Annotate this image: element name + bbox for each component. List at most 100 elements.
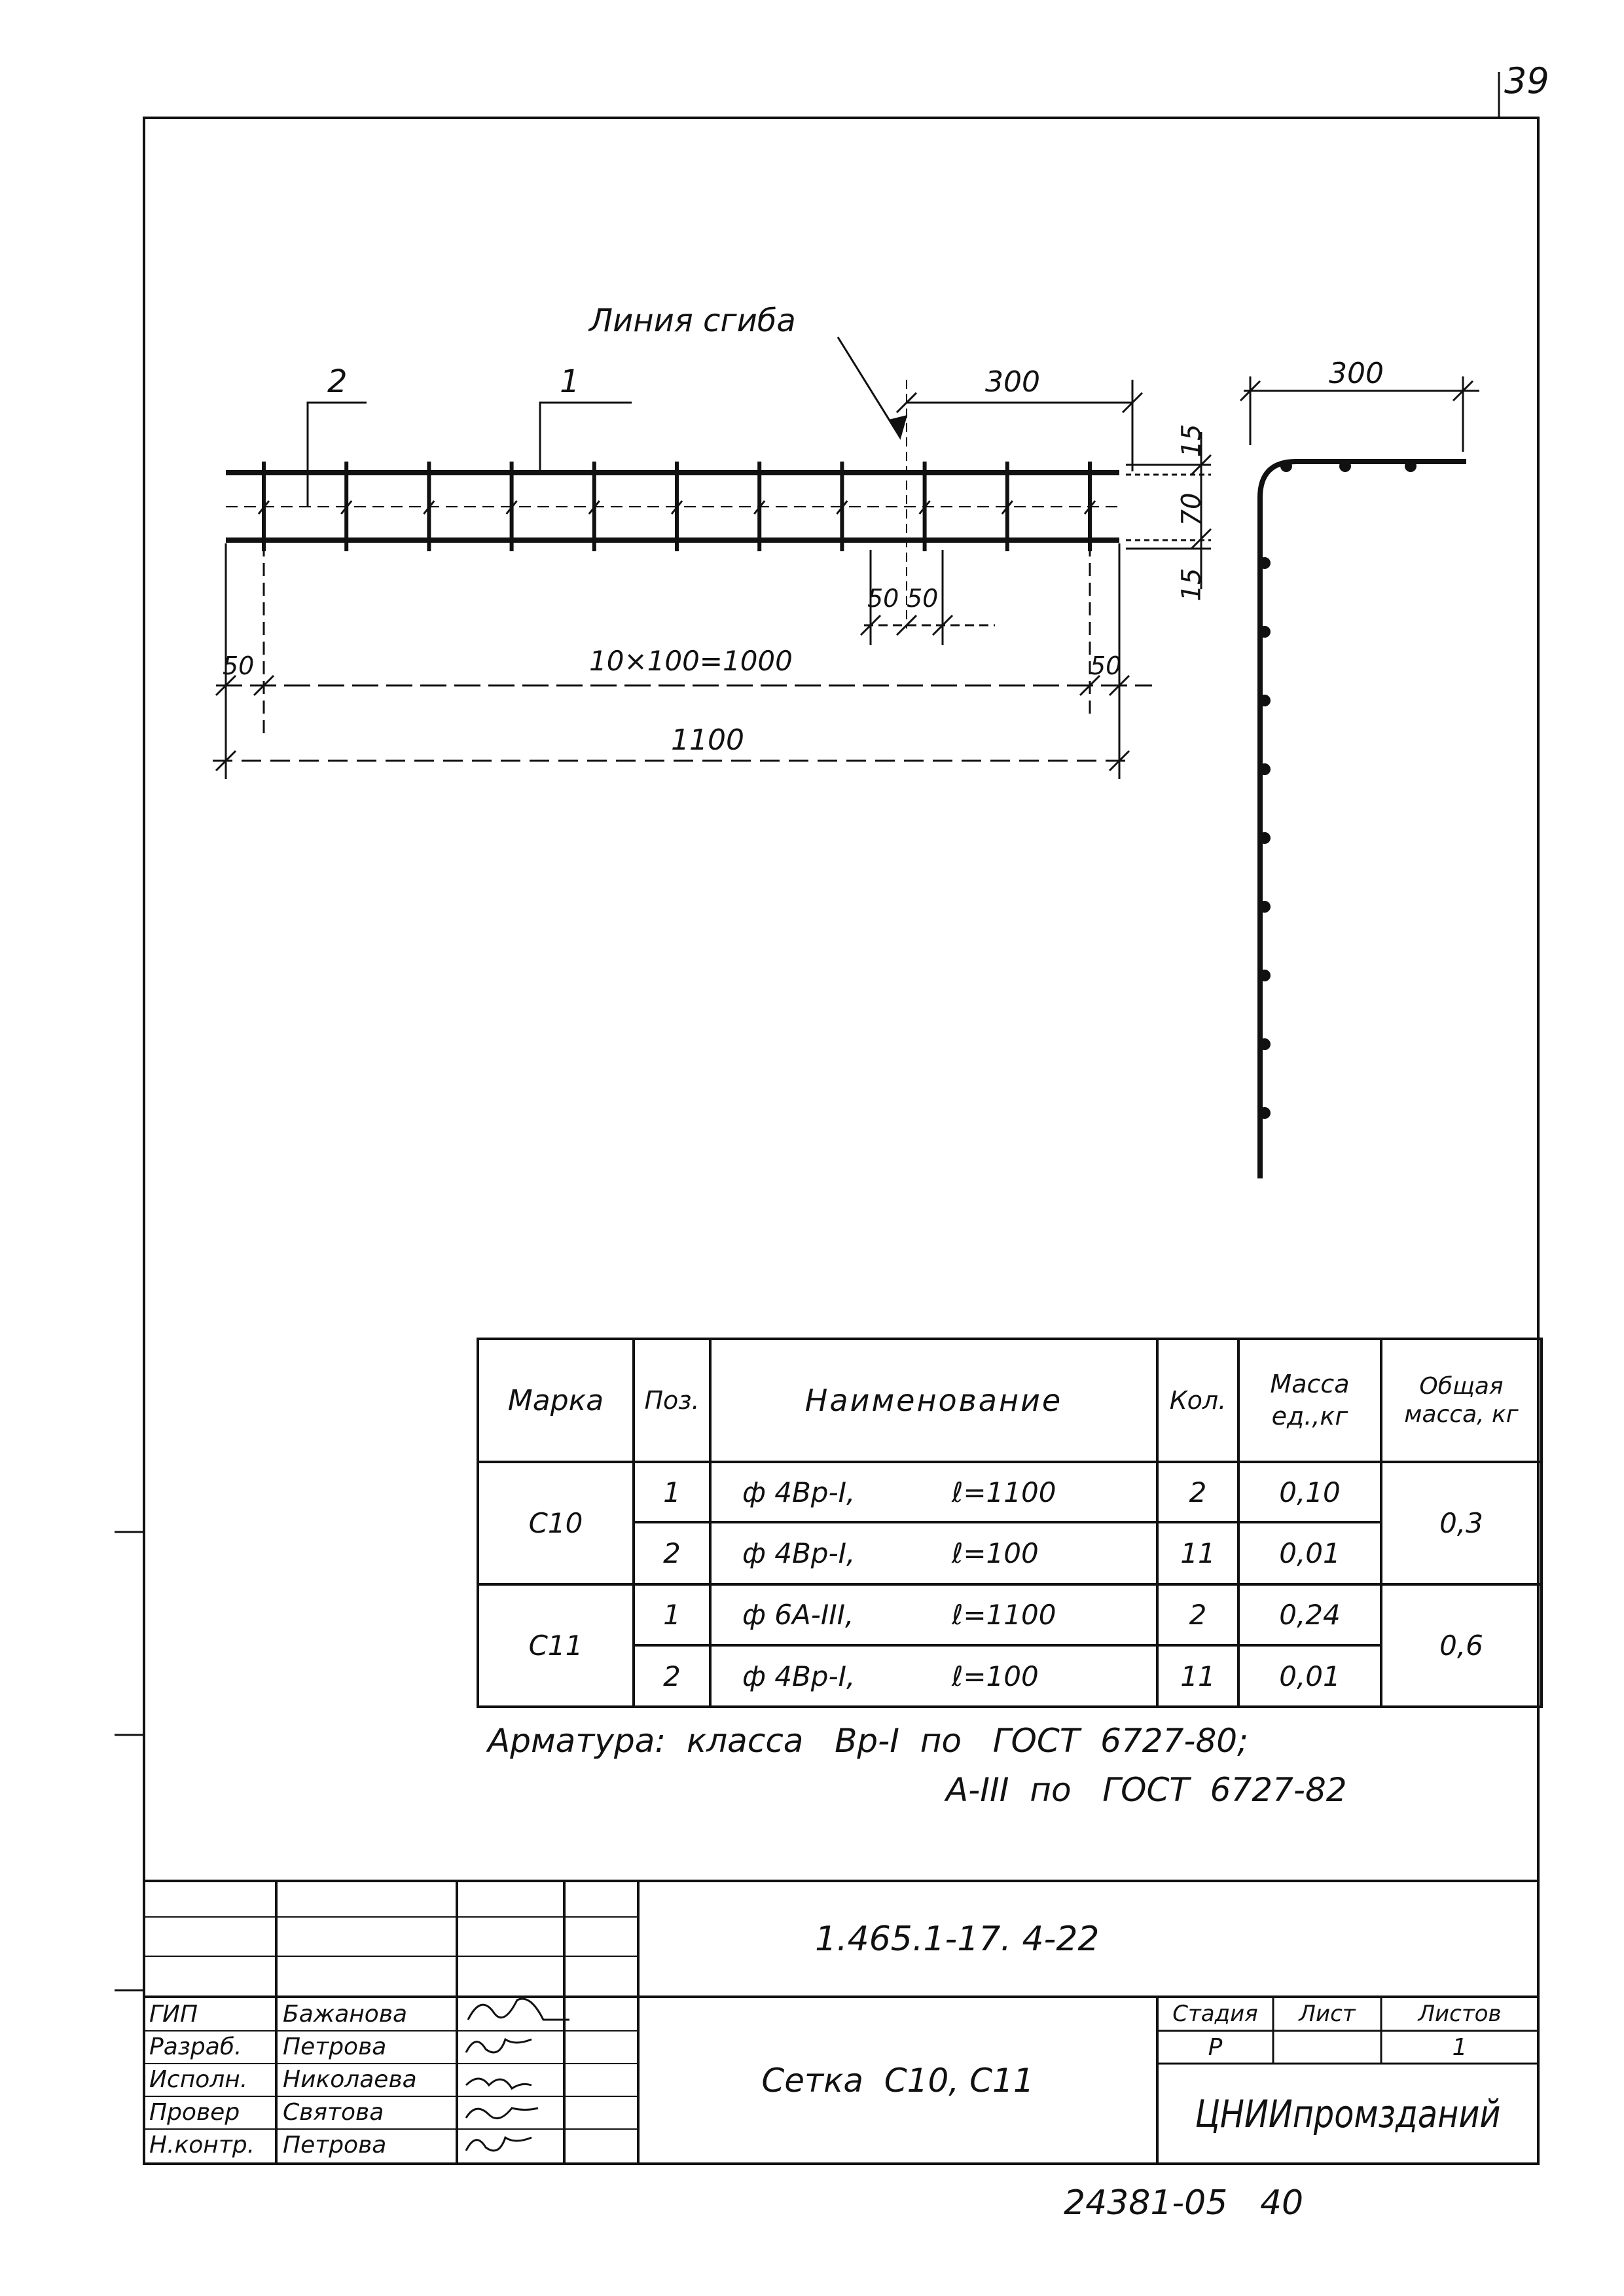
reinforcement-note-line1: Арматура: класса Вр-I по ГОСТ 6727-80; xyxy=(488,1722,1248,1760)
bent-mesh-side-view xyxy=(1257,459,1466,1178)
sheet-frame xyxy=(143,117,1540,2165)
footer-code: 24381-05 40 xyxy=(1064,2183,1304,2223)
group-mark-c11: С11 xyxy=(528,1630,583,1662)
signature-1 xyxy=(467,1997,569,2021)
mesh-plan xyxy=(226,470,1119,543)
stage-value: Р xyxy=(1208,2033,1223,2061)
bar-tick xyxy=(753,500,766,515)
dim-vertical-15a: 15 xyxy=(1176,424,1207,458)
bar-tick xyxy=(1001,500,1013,515)
name-prover: Святова xyxy=(283,2099,384,2126)
bar-tick xyxy=(505,500,518,515)
bar-section-dot xyxy=(1259,1038,1271,1050)
sheets-value: 1 xyxy=(1452,2033,1468,2061)
c10-row1-pos: 1 xyxy=(663,1476,681,1508)
bar-section-dot xyxy=(1259,695,1271,706)
bar-section-dot xyxy=(1259,901,1271,913)
dim-spacing: 10×100=1000 xyxy=(589,645,793,677)
signature-2 xyxy=(465,2037,532,2054)
dim-vertical-15b: 15 xyxy=(1176,568,1207,602)
dim-left-50: 50 xyxy=(223,651,255,680)
name-gip: Бажанова xyxy=(283,2001,408,2028)
th-mark: Марка xyxy=(507,1383,604,1417)
c11-row2-pos: 2 xyxy=(663,1660,681,1692)
bar-tick xyxy=(257,500,270,515)
organization: ЦНИИпромзданий xyxy=(1195,2091,1501,2136)
c11-row2-qty: 11 xyxy=(1180,1660,1216,1692)
bar-section-dot xyxy=(1259,970,1271,981)
dim-right-50: 50 xyxy=(1090,651,1122,680)
title-block-lines xyxy=(144,1880,1538,2164)
c10-row1-qty: 2 xyxy=(1189,1476,1207,1508)
th-total-mass: Общая масса, кг xyxy=(1404,1372,1519,1428)
bar-section-dot xyxy=(1339,460,1351,472)
stage-header: Стадия xyxy=(1172,2001,1258,2027)
document-code: 1.465.1-17. 4-22 xyxy=(815,1919,1100,1959)
c10-row1-mass: 0,10 xyxy=(1279,1476,1341,1508)
leader-pos-1 xyxy=(539,401,632,473)
bar-section-dot xyxy=(1259,1107,1271,1119)
c11-row2-bar: ф 4Вр-I, xyxy=(742,1660,856,1692)
dim-50b: 50 xyxy=(907,584,939,613)
th-qty: Кол. xyxy=(1169,1386,1227,1415)
signatures xyxy=(465,1997,569,2152)
signature-4 xyxy=(465,2107,539,2120)
bar-section-dot xyxy=(1259,626,1271,638)
signature-3 xyxy=(465,2077,532,2090)
c10-row2-qty: 11 xyxy=(1180,1537,1216,1569)
sheet-title: Сетка С10, С11 xyxy=(761,2061,1034,2100)
bar-tick xyxy=(423,500,435,515)
sheets-header: Листов xyxy=(1418,2001,1502,2027)
c11-row1-pos: 1 xyxy=(663,1599,681,1631)
dim-bend-top-300: 300 xyxy=(985,365,1040,399)
c10-row1-len: ℓ=1100 xyxy=(952,1476,1056,1508)
th-pos: Поз. xyxy=(644,1386,700,1415)
bar-tick xyxy=(836,500,848,515)
bar-section-dot xyxy=(1259,557,1271,569)
position-label-1: 1 xyxy=(560,363,580,400)
role-gip: ГИП xyxy=(149,2001,198,2028)
page-number: 39 xyxy=(1504,60,1549,101)
name-nkontr: Петрова xyxy=(283,2132,387,2159)
c10-row2-pos: 2 xyxy=(663,1537,681,1569)
c11-row1-mass: 0,24 xyxy=(1279,1599,1341,1631)
cut-line-label: Линия сгиба xyxy=(589,302,796,339)
role-prover: Провер xyxy=(149,2099,240,2126)
bar-tick xyxy=(918,500,931,515)
role-ispoln: Исполн. xyxy=(149,2066,248,2093)
position-label-2: 2 xyxy=(327,363,348,400)
sheet-header: Лист xyxy=(1299,2001,1356,2027)
spec-table-lines xyxy=(477,1338,1543,1708)
bar-tick xyxy=(340,500,353,515)
signature-5 xyxy=(465,2136,532,2152)
bar-section-dot xyxy=(1280,460,1292,472)
c11-row1-len: ℓ=1100 xyxy=(952,1599,1056,1631)
name-razrab: Петрова xyxy=(283,2033,387,2060)
c10-row2-len: ℓ=100 xyxy=(952,1537,1039,1569)
th-name: Наименование xyxy=(804,1383,1063,1418)
leader-pos-2 xyxy=(306,401,367,507)
group-mark-c10: С10 xyxy=(528,1507,583,1539)
reinforcement-note-line2: А-III по ГОСТ 6727-82 xyxy=(946,1771,1347,1809)
c10-row2-bar: ф 4Вр-I, xyxy=(742,1537,856,1569)
c11-row2-mass: 0,01 xyxy=(1279,1660,1341,1692)
bar-tick xyxy=(588,500,600,515)
th-unit-mass: Масса ед.,кг xyxy=(1270,1369,1350,1430)
dim-vertical-70: 70 xyxy=(1176,492,1207,526)
c10-row2-mass: 0,01 xyxy=(1279,1537,1341,1569)
bar-tick xyxy=(670,500,683,515)
c11-row1-qty: 2 xyxy=(1189,1599,1207,1631)
dim-50a: 50 xyxy=(867,584,899,613)
dim-total-1100: 1100 xyxy=(671,723,744,757)
group-total-c10: 0,3 xyxy=(1439,1507,1483,1539)
c11-row2-len: ℓ=100 xyxy=(952,1660,1039,1692)
sheet-value xyxy=(1273,2031,1381,2064)
bar-section-dot xyxy=(1259,832,1271,844)
bar-section-dot xyxy=(1405,460,1416,472)
bar-section-dot xyxy=(1259,763,1271,775)
bar-tick xyxy=(1083,500,1096,515)
c10-row1-bar: ф 4Вр-I, xyxy=(742,1476,856,1508)
role-nkontr: Н.контр. xyxy=(149,2132,255,2159)
c11-row1-bar: ф 6А-III, xyxy=(742,1599,854,1631)
